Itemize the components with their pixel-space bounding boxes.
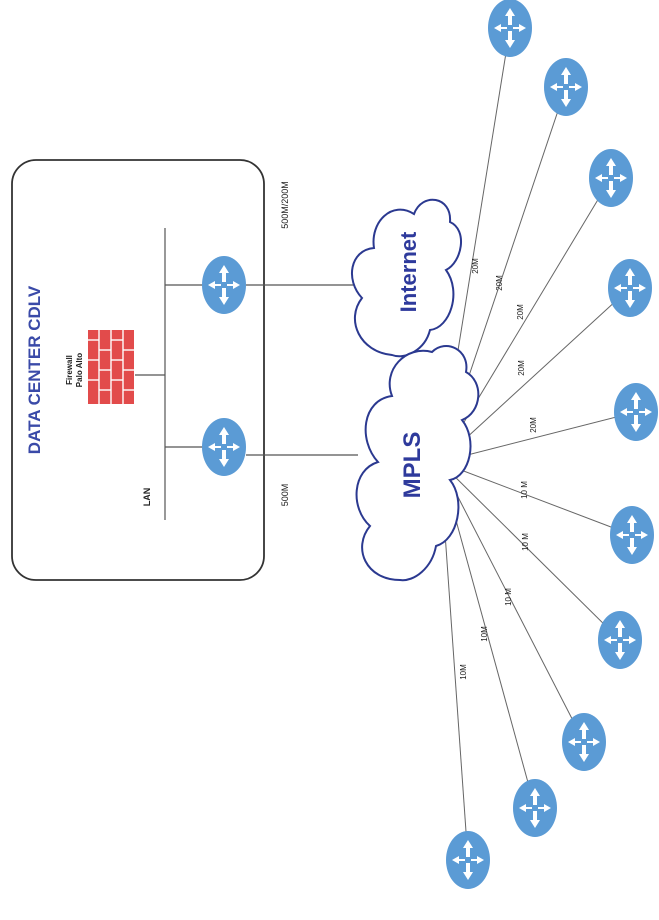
spoke-labels: 10M 10M 10 M 10 M 10 M 20M 20M 20M 20M 20M: [459, 258, 538, 680]
spoke-link: [439, 461, 585, 743]
spoke-link: [439, 287, 631, 463]
remote-router-icon: [446, 831, 490, 889]
remote-router-icon: [589, 149, 633, 207]
spoke-bandwidth-label: 10 M: [504, 588, 513, 606]
mpls-cloud: [355, 345, 480, 582]
remote-router-icon: [562, 713, 606, 771]
dc-internet-router-icon: [202, 256, 246, 314]
spoke-links: [439, 27, 637, 861]
spoke-bandwidth-label: 20M: [516, 304, 525, 320]
remote-router-icon: [598, 611, 642, 669]
spoke-bandwidth-label: 20M: [529, 417, 538, 433]
remote-routers: [446, 0, 658, 889]
firewall-label: Firewall: [65, 355, 74, 385]
spoke-link: [439, 461, 633, 536]
internet-cloud-label: Internet: [396, 231, 421, 312]
spoke-bandwidth-label: 10M: [480, 626, 489, 642]
spoke-bandwidth-label: 10M: [459, 664, 468, 680]
lan-label: LAN: [142, 488, 152, 507]
remote-router-icon: [544, 58, 588, 116]
firewall-icon: [88, 330, 134, 404]
internet-uplink-label: 500M/200M: [280, 181, 290, 229]
internet-cloud: [351, 198, 463, 358]
spoke-bandwidth-label: 10 M: [521, 533, 530, 551]
spoke-bandwidth-label: 20M: [495, 275, 504, 291]
mpls-uplink-label: 500M: [280, 484, 290, 507]
spoke-link: [439, 411, 637, 463]
remote-router-icon: [608, 259, 652, 317]
remote-router-icon: [488, 0, 532, 57]
spoke-link: [439, 461, 621, 641]
datacenter-box: [11, 159, 265, 581]
spoke-bandwidth-label: 20M: [517, 360, 526, 376]
spoke-bandwidth-label: 20M: [471, 258, 480, 274]
dc-mpls-router-icon: [202, 418, 246, 476]
mpls-cloud-label: MPLS: [399, 432, 426, 499]
datacenter-title: DATA CENTER CDLV: [25, 285, 44, 454]
remote-router-icon: [610, 506, 654, 564]
remote-router-icon: [614, 383, 658, 441]
remote-router-icon: [513, 779, 557, 837]
spoke-bandwidth-label: 10 M: [520, 481, 529, 499]
spoke-link: [439, 177, 612, 463]
firewall-model: Palo Alto: [75, 353, 84, 387]
